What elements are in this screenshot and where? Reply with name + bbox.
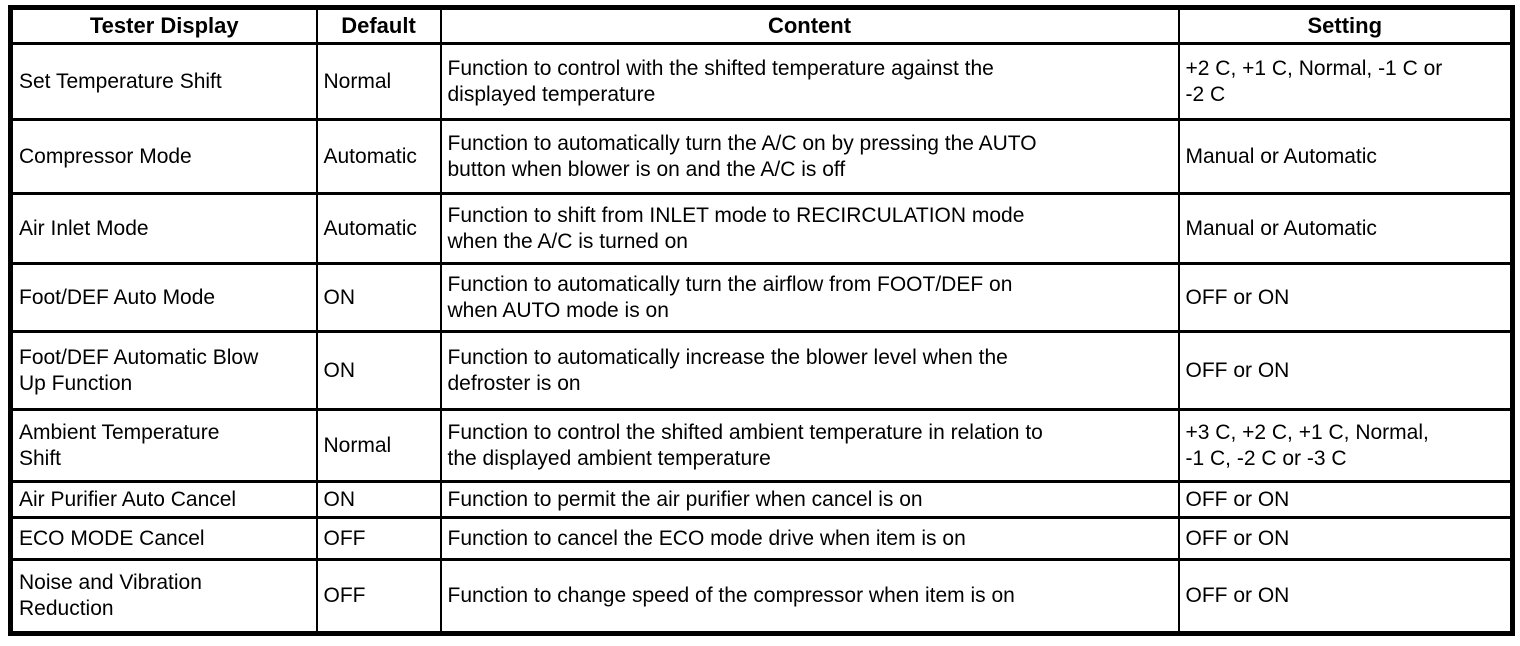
cell-tester-display: Foot/DEF Auto Mode bbox=[9, 262, 318, 333]
cell-setting: Manual or Automatic bbox=[1177, 192, 1514, 265]
table-row: Foot/DEF Auto Mode ON Function to automa… bbox=[9, 262, 1514, 333]
col-header-content: Content bbox=[439, 6, 1180, 45]
cell-default: Normal bbox=[315, 42, 442, 121]
cell-default: OFF bbox=[315, 516, 442, 561]
cell-tester-display: Air Inlet Mode bbox=[9, 192, 318, 265]
col-header-setting: Setting bbox=[1177, 6, 1514, 45]
cell-content: Function to permit the air purifier when… bbox=[439, 480, 1180, 519]
cell-tester-display: Set Temperature Shift bbox=[9, 42, 318, 121]
table-row: Compressor Mode Automatic Function to au… bbox=[9, 118, 1514, 195]
cell-tester-display: Noise and Vibration Reduction bbox=[9, 558, 318, 635]
cell-setting: +3 C, +2 C, +1 C, Normal, -1 C, -2 C or … bbox=[1177, 408, 1514, 483]
cell-content: Function to control with the shifted tem… bbox=[439, 42, 1180, 121]
cell-tester-display: Air Purifier Auto Cancel bbox=[9, 480, 318, 519]
table-row: Air Purifier Auto Cancel ON Function to … bbox=[9, 480, 1514, 519]
cell-default: ON bbox=[315, 262, 442, 333]
cell-setting: OFF or ON bbox=[1177, 330, 1514, 411]
cell-tester-display: Compressor Mode bbox=[9, 118, 318, 195]
cell-setting: OFF or ON bbox=[1177, 262, 1514, 333]
table-row: ECO MODE Cancel OFF Function to cancel t… bbox=[9, 516, 1514, 561]
cell-default: OFF bbox=[315, 558, 442, 635]
cell-default: ON bbox=[315, 330, 442, 411]
cell-setting: Manual or Automatic bbox=[1177, 118, 1514, 195]
cell-setting: OFF or ON bbox=[1177, 516, 1514, 561]
table-row: Noise and Vibration Reduction OFF Functi… bbox=[9, 558, 1514, 635]
table-row: Ambient Temperature Shift Normal Functio… bbox=[9, 408, 1514, 483]
ac-settings-table: Tester Display Default Content Setting S… bbox=[8, 5, 1515, 636]
cell-tester-display: Ambient Temperature Shift bbox=[9, 408, 318, 483]
cell-content: Function to automatically increase the b… bbox=[439, 330, 1180, 411]
cell-setting: +2 C, +1 C, Normal, -1 C or -2 C bbox=[1177, 42, 1514, 121]
cell-setting: OFF or ON bbox=[1177, 558, 1514, 635]
col-header-tester-display: Tester Display bbox=[9, 6, 318, 45]
header-row: Tester Display Default Content Setting bbox=[9, 6, 1514, 45]
cell-default: Normal bbox=[315, 408, 442, 483]
table-row: Foot/DEF Automatic Blow Up Function ON F… bbox=[9, 330, 1514, 411]
cell-default: ON bbox=[315, 480, 442, 519]
cell-content: Function to automatically turn the airfl… bbox=[439, 262, 1180, 333]
cell-content: Function to automatically turn the A/C o… bbox=[439, 118, 1180, 195]
table-row: Air Inlet Mode Automatic Function to shi… bbox=[9, 192, 1514, 265]
cell-content: Function to control the shifted ambient … bbox=[439, 408, 1180, 483]
cell-setting: OFF or ON bbox=[1177, 480, 1514, 519]
cell-content: Function to shift from INLET mode to REC… bbox=[439, 192, 1180, 265]
cell-tester-display: Foot/DEF Automatic Blow Up Function bbox=[9, 330, 318, 411]
col-header-default: Default bbox=[315, 6, 442, 45]
table-row: Set Temperature Shift Normal Function to… bbox=[9, 42, 1514, 121]
cell-default: Automatic bbox=[315, 192, 442, 265]
cell-content: Function to change speed of the compress… bbox=[439, 558, 1180, 635]
cell-default: Automatic bbox=[315, 118, 442, 195]
cell-content: Function to cancel the ECO mode drive wh… bbox=[439, 516, 1180, 561]
cell-tester-display: ECO MODE Cancel bbox=[9, 516, 318, 561]
